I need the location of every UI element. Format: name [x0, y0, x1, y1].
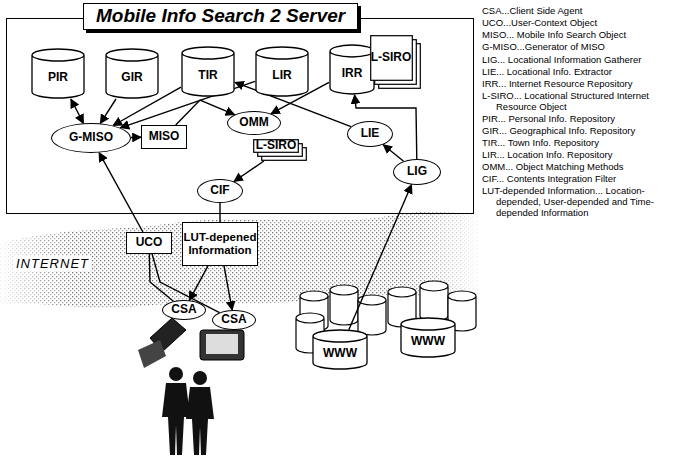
object-stack: L-SIRO: [370, 35, 421, 89]
process-ellipse: G-MISO: [51, 123, 131, 153]
repository-cylinder: WWW: [312, 330, 368, 370]
process-ellipse: CSA: [212, 310, 255, 330]
connector-arrow: [189, 266, 208, 300]
abbreviation-note: CSA...Client Side Agent: [482, 6, 674, 17]
connector-arrow: [149, 254, 173, 301]
abbreviation-note: G-MISO...Generator of MISO: [482, 42, 674, 53]
node-label: IRR: [342, 67, 363, 80]
node-label: MISO: [149, 130, 180, 143]
repository-cylinder: PIR: [31, 49, 85, 99]
node-label: CSA: [221, 313, 246, 326]
abbreviation-note: LIE... Locational Info. Extractor: [482, 67, 674, 78]
connector-arrow: [131, 137, 141, 139]
node-label: LIR: [272, 69, 291, 82]
node-label: L-SIRO: [256, 139, 297, 152]
abbreviation-note: PIR... Personal Info. Repository: [482, 114, 674, 125]
repository-cylinder: WWW: [400, 318, 456, 358]
object-stack: L-SIRO: [253, 139, 307, 161]
process-ellipse: LIG: [393, 159, 441, 185]
abbreviation-note: LIR... Location Info. Repository: [482, 150, 674, 161]
data-box: UCO: [126, 232, 172, 254]
abbreviation-note: MISO... Mobile Info Search Object: [482, 30, 674, 41]
connector-arrow: [100, 99, 116, 123]
repository-cylinder: LIR: [255, 47, 309, 97]
connector-arrow: [234, 161, 264, 182]
abbreviation-note: TIR... Town Info. Repository: [482, 138, 674, 149]
node-label: GIR: [121, 71, 142, 84]
abbreviation-note: UCO...User-Context Object: [482, 18, 674, 29]
node-label: LIE: [361, 127, 380, 140]
node-label: UCO: [136, 236, 163, 249]
abbreviation-note: LUT-depended Information... Location-dep…: [482, 186, 674, 218]
node-label: OMM: [239, 116, 268, 129]
connector-arrow: [224, 266, 232, 310]
process-ellipse: LIE: [347, 121, 393, 147]
connector-arrow: [71, 99, 84, 123]
repository-cylinder: GIR: [105, 49, 159, 99]
data-box: MISO: [141, 125, 187, 149]
node-label: CIF: [210, 184, 229, 197]
abbreviation-note: L-SIRO... Locational Structured Internet…: [482, 91, 674, 112]
node-label: LIG: [407, 165, 427, 178]
abbreviation-note: CIF... Contents Integration Filter: [482, 174, 674, 185]
title-text: Mobile Info Search 2 Server: [96, 5, 345, 26]
connector-arrow: [349, 185, 412, 330]
process-ellipse: CIF: [197, 179, 243, 203]
users-figure: [162, 367, 214, 455]
abbreviation-note: OMM... Object Matching Methods: [482, 162, 674, 173]
node-label: TIR: [198, 69, 217, 82]
process-ellipse: CSA: [162, 300, 205, 320]
node-label: G-MISO: [69, 131, 113, 144]
server-box: Mobile Info Search 2 ServerPIRGIRTIRLIRI…: [6, 18, 474, 214]
repository-cylinder: IRR: [329, 45, 375, 95]
node-label: CSA: [171, 303, 196, 316]
connector-arrow: [219, 203, 220, 222]
connector-arrow: [383, 145, 403, 162]
node-label: PIR: [48, 71, 68, 84]
process-ellipse: OMM: [227, 111, 281, 135]
node-label: WWW: [323, 347, 357, 360]
connector-arrow: [176, 100, 235, 125]
node-label: L-SIRO: [371, 51, 412, 64]
abbreviation-note: IRR... Internet Resource Repository: [482, 79, 674, 90]
node-label: WWW: [411, 335, 445, 348]
abbreviation-note: GIR... Geographical Info. Repository: [482, 126, 674, 137]
data-box: LUT-depened Information: [182, 222, 258, 266]
node-label: LUT-depened Information: [183, 231, 257, 256]
region-label: INTERNET: [14, 256, 91, 271]
connector-arrow: [99, 153, 143, 232]
repository-cylinder: TIR: [181, 47, 235, 97]
abbreviation-note: LIG... Locational Information Gatherer: [482, 55, 674, 66]
server-title: Mobile Info Search 2 Server: [83, 3, 358, 30]
